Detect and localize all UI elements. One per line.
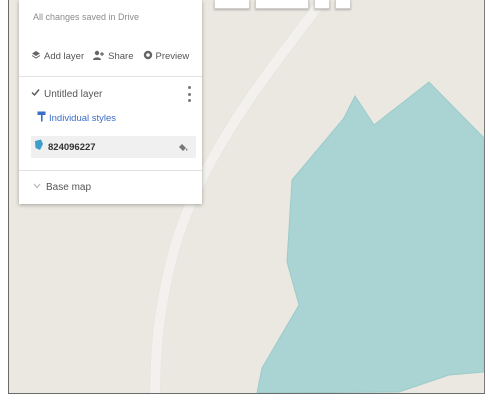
toolbar-button[interactable] <box>314 0 330 9</box>
individual-styles-link[interactable]: Individual styles <box>37 111 116 125</box>
toolbar-button[interactable] <box>214 0 250 9</box>
top-toolbar <box>214 0 351 9</box>
polygon-icon <box>34 138 44 156</box>
panel-actions: Add layer Share Preview <box>31 50 189 63</box>
paint-bucket-icon[interactable] <box>177 141 188 159</box>
add-layer-label: Add layer <box>44 51 85 62</box>
add-layer-button[interactable]: Add layer <box>31 50 84 63</box>
divider <box>19 170 202 171</box>
feature-item[interactable]: 824096227 <box>31 136 196 158</box>
map-frame: All changes saved in Drive Add layer Sha… <box>8 0 485 394</box>
map-canvas[interactable] <box>9 0 484 393</box>
base-map-toggle[interactable]: Base map <box>33 182 91 193</box>
expand-arrow-icon <box>33 182 41 193</box>
preview-label: Preview <box>155 51 190 62</box>
layer-options-kebab-icon[interactable] <box>186 86 192 102</box>
layer-item: Untitled layer <box>31 88 102 100</box>
style-link-label: Individual styles <box>49 112 117 124</box>
preview-eye-icon <box>143 50 153 63</box>
toolbar-button[interactable] <box>255 0 309 9</box>
toolbar-button[interactable] <box>335 0 351 9</box>
base-map-label: Base map <box>46 182 92 193</box>
preview-button[interactable]: Preview <box>143 50 190 63</box>
layers-panel: All changes saved in Drive Add layer Sha… <box>19 0 202 204</box>
paint-roller-icon <box>37 111 46 125</box>
road <box>150 0 329 393</box>
feature-label: 824096227 <box>48 141 96 153</box>
road-edge <box>149 0 330 393</box>
share-label: Share <box>108 51 134 62</box>
polygon-824096227[interactable] <box>256 81 484 393</box>
add-layer-icon <box>31 50 41 63</box>
share-button[interactable]: Share <box>93 50 134 63</box>
layer-name[interactable]: Untitled layer <box>44 88 103 100</box>
share-person-icon <box>93 50 105 63</box>
divider <box>19 76 202 77</box>
layer-visibility-checkbox[interactable] <box>31 88 40 100</box>
save-status: All changes saved in Drive <box>33 12 140 22</box>
